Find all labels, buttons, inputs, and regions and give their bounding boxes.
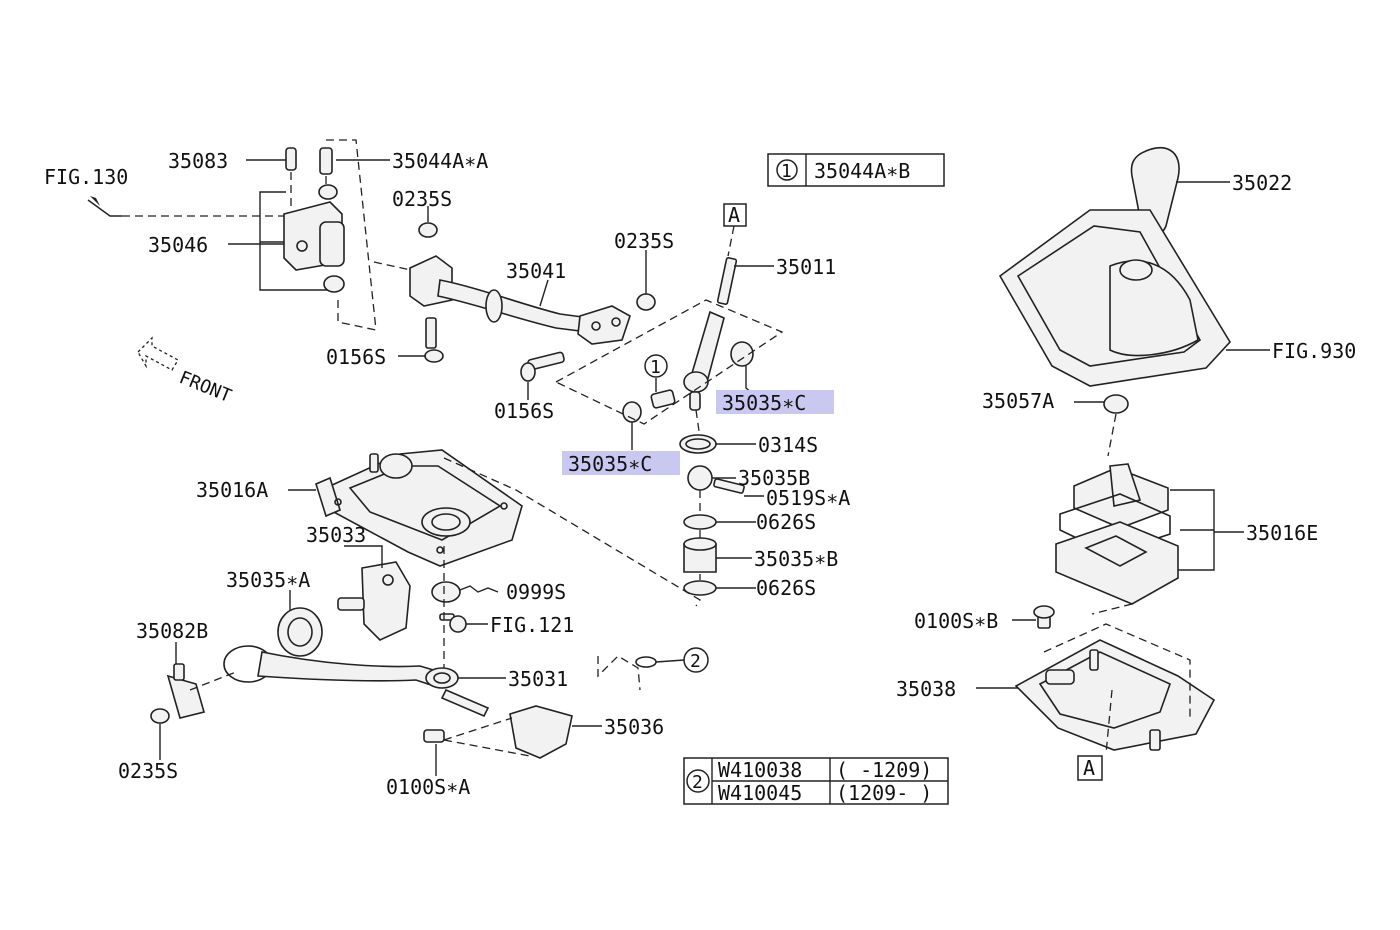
label-0235s-bottom: 0235S [118, 759, 178, 783]
leader-lines [159, 159, 1270, 776]
highlight-35035c-left [562, 451, 680, 475]
label-0235s-top: 0235S [392, 187, 452, 211]
callout-markers: A 1 2 A [644, 203, 1103, 781]
shift-rod [409, 222, 656, 382]
callout-a-bottom: A [1083, 756, 1095, 780]
label-0626s-upper: 0626S [756, 510, 816, 534]
label-0100s-a: 0100S∗A [386, 775, 470, 799]
label-35038: 35038 [896, 677, 956, 701]
label-35035-b: 35035∗B [754, 547, 838, 571]
callout-two: 2 [690, 651, 701, 672]
label-35035c-left: 35035∗C [568, 452, 652, 476]
label-0156s-right: 0156S [494, 399, 554, 423]
label-35083: 35083 [168, 149, 228, 173]
label-35016a: 35016A [196, 478, 268, 502]
label-35036: 35036 [604, 715, 664, 739]
label-0314s: 0314S [758, 433, 818, 457]
label-35033: 35033 [306, 523, 366, 547]
label-35082b: 35082B [136, 619, 208, 643]
label-0156s-left: 0156S [326, 345, 386, 369]
label-35011: 35011 [776, 255, 836, 279]
legend1-marker: 1 [781, 161, 792, 182]
legend-table-1: 1 35044A∗B [767, 153, 945, 187]
bracket-assembly [87, 139, 421, 331]
shift-lever-group [555, 225, 784, 596]
legend2-row1-part: W410038 [718, 758, 802, 782]
label-35016e: 35016E [1246, 521, 1318, 545]
fig130-ref: FIG.130 [44, 165, 128, 189]
label-35035b: 35035B [738, 466, 810, 490]
shifter-housing [315, 449, 701, 607]
label-35046: 35046 [148, 233, 208, 257]
legend1-part: 35044A∗B [814, 159, 910, 183]
label-35044a-a: 35044A∗A [392, 149, 488, 173]
callout-two-circle [683, 647, 709, 673]
legend-table-2: 2 W410038 ( -1209) W410045 (1209- ) [683, 757, 949, 805]
label-0235s-right: 0235S [614, 229, 674, 253]
front-arrow-icon: FRONT [137, 336, 234, 407]
label-0626s-lower: 0626S [756, 576, 816, 600]
front-label: FRONT [176, 367, 234, 407]
label-35057a: 35057A [982, 389, 1054, 413]
fig121-ref: FIG.121 [490, 613, 574, 637]
legend2-marker: 2 [692, 772, 703, 793]
fig930-ref: FIG.930 [1272, 339, 1356, 363]
part-labels: FIG.130 35083 35044A∗A 35046 0235S 35041… [44, 149, 1356, 799]
label-35041: 35041 [506, 259, 566, 283]
callout-one: 1 [650, 357, 661, 378]
legend2-row2-range: (1209- ) [836, 781, 932, 805]
lower-linkage [150, 560, 657, 759]
label-0519s-a: 0519S∗A [766, 486, 850, 510]
label-35035-a: 35035∗A [226, 568, 310, 592]
callout-a-top-box [723, 203, 747, 227]
callout-one-circle [644, 354, 668, 378]
label-35035c-right: 35035∗C [722, 391, 806, 415]
label-0100s-b: 0100S∗B [914, 609, 998, 633]
console-group [998, 146, 1231, 755]
label-35031: 35031 [508, 667, 568, 691]
label-0999s: 0999S [506, 580, 566, 604]
label-35022: 35022 [1232, 171, 1292, 195]
legend2-row1-range: ( -1209) [836, 758, 932, 782]
highlight-35035c-right [716, 390, 834, 414]
callout-a-bottom-box [1077, 755, 1103, 781]
legend2-row2-part: W410045 [718, 781, 802, 805]
callout-a-top: A [728, 203, 740, 227]
